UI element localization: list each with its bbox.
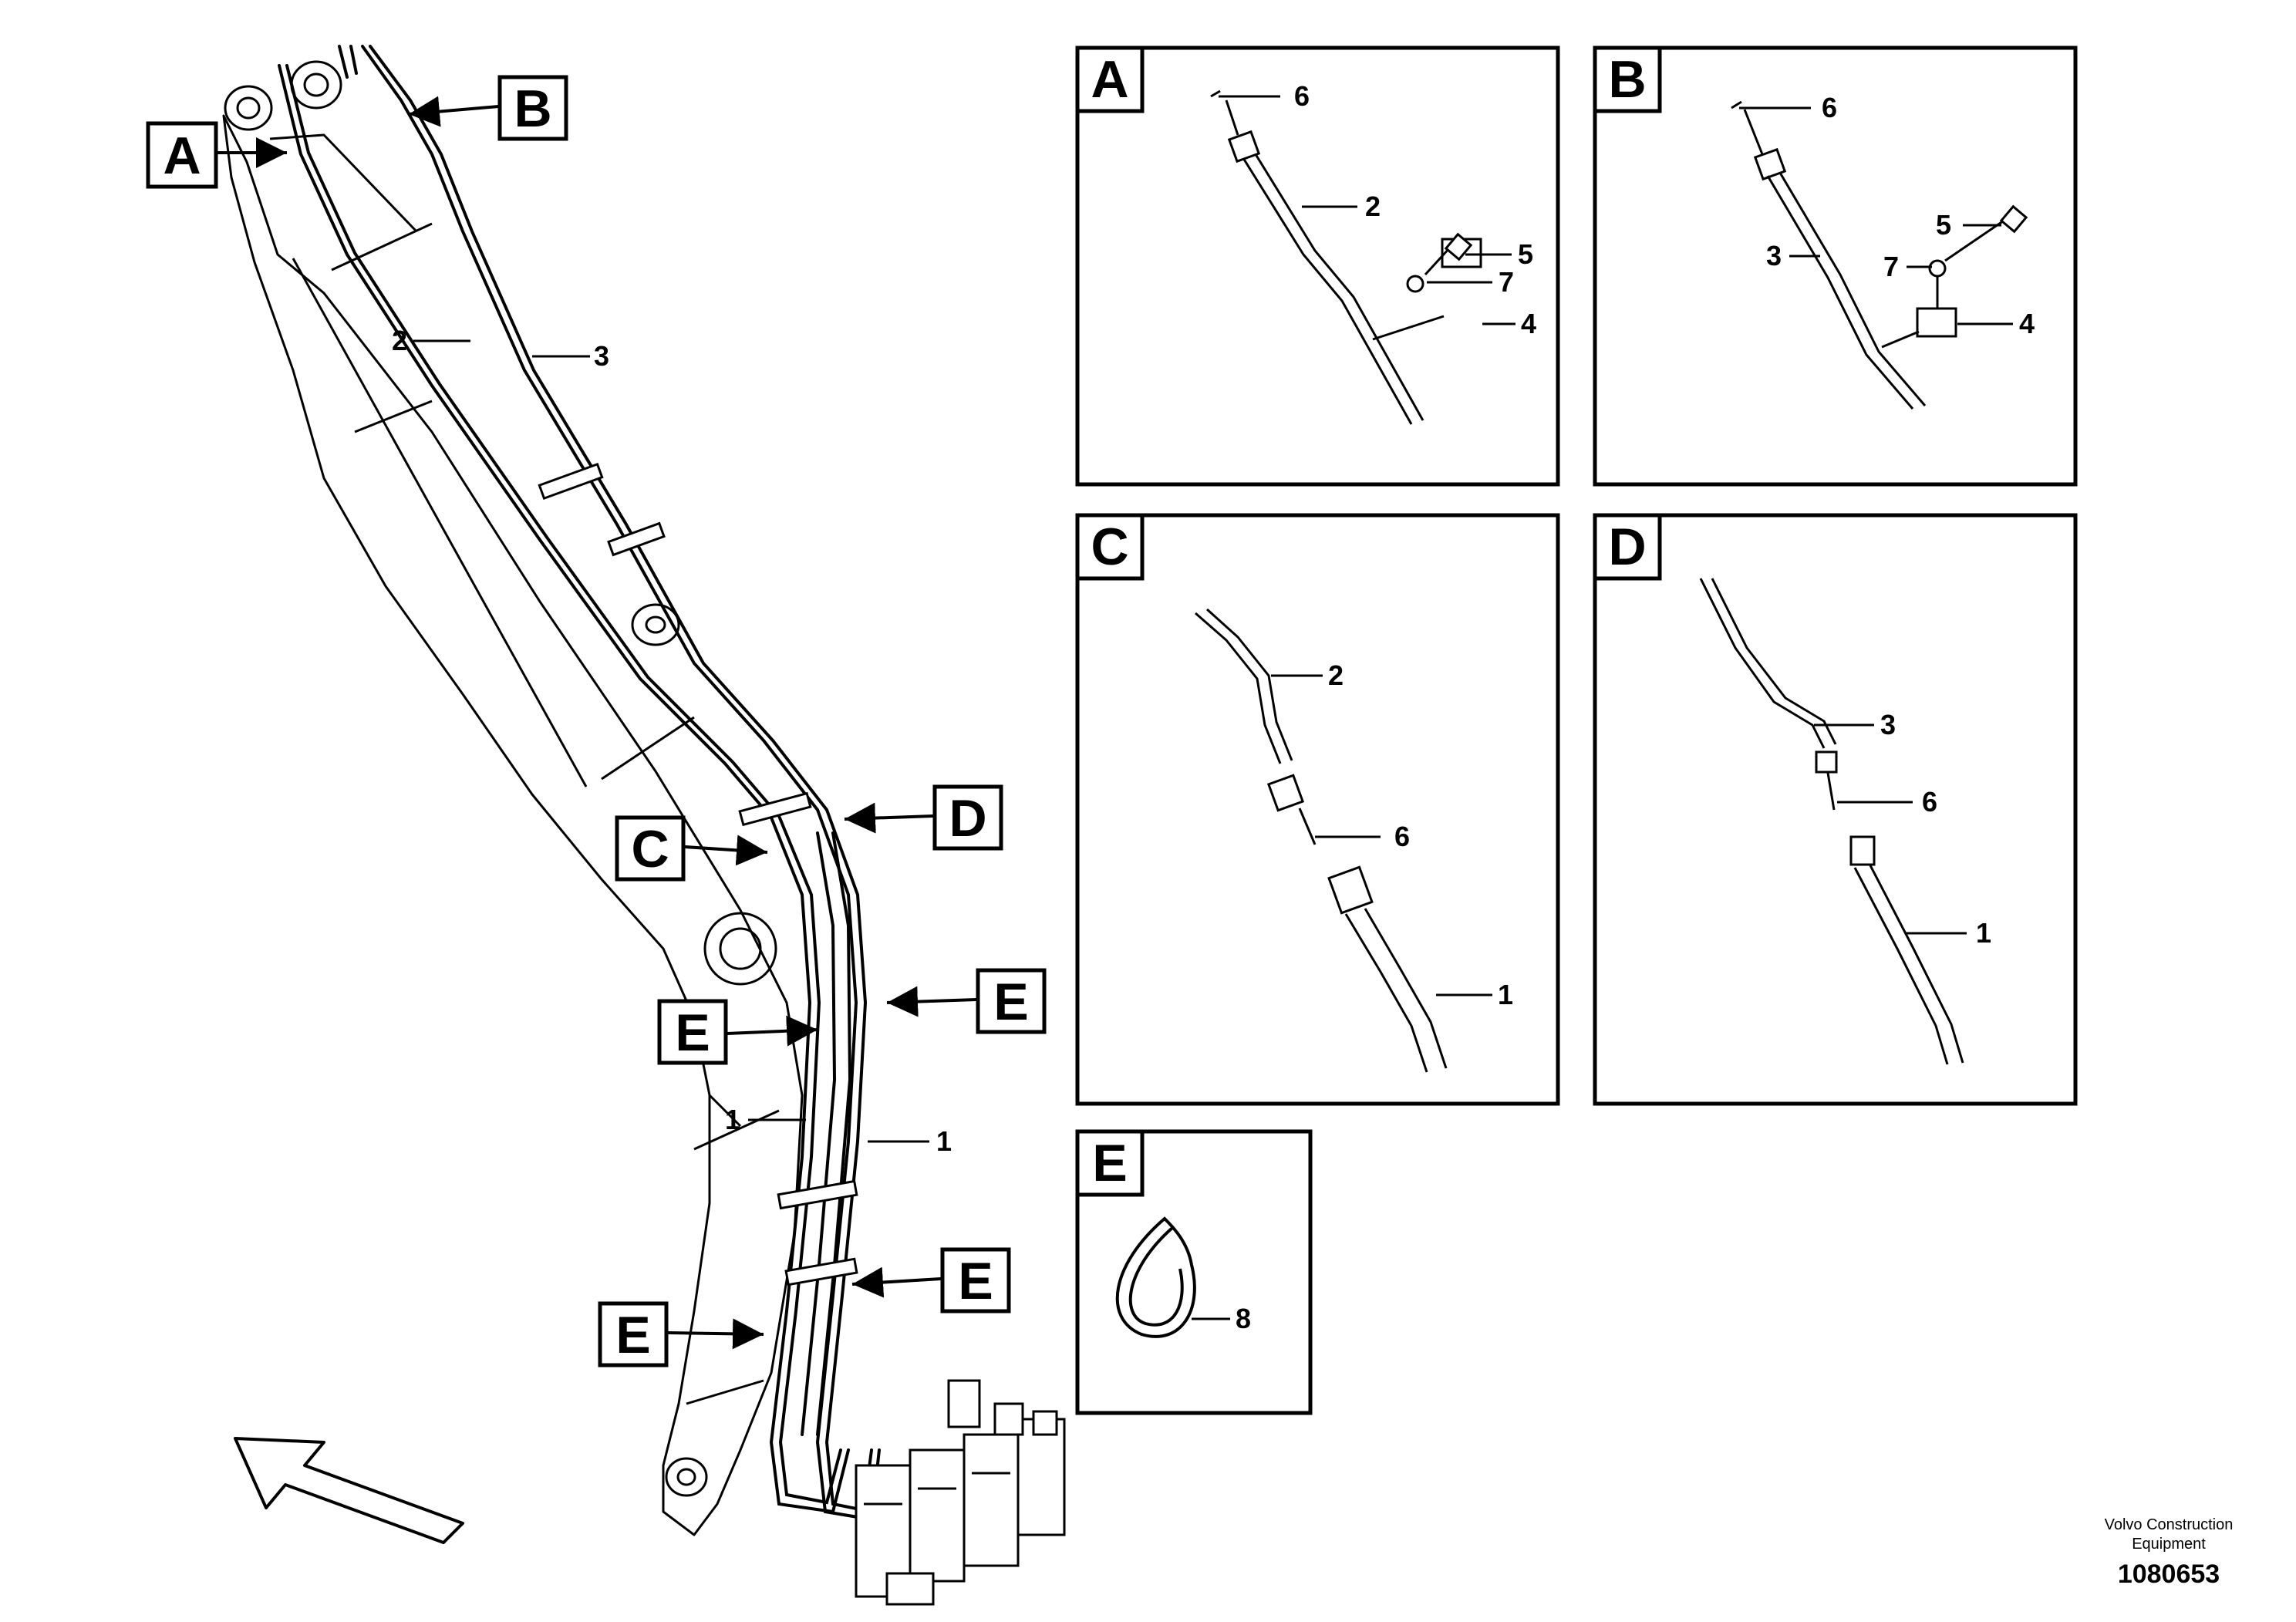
panel-a-title: A xyxy=(1091,50,1128,109)
panel-d-label-3: 3 xyxy=(1880,709,1896,740)
callout-tag-d: D xyxy=(844,784,1003,851)
panel-e-title: E xyxy=(1092,1134,1127,1192)
direction-arrow-icon xyxy=(234,1437,464,1544)
panel-a-label-4: 4 xyxy=(1521,308,1536,339)
company-name-line1: Volvo Construction xyxy=(2105,1516,2234,1533)
panel-d-label-6: 6 xyxy=(1922,786,1937,818)
callout-tag-e-1: E xyxy=(886,968,1047,1034)
callout-tag-c-text: C xyxy=(631,820,669,878)
callout-tag-e-4: E xyxy=(598,1301,764,1367)
hose-clamps xyxy=(538,462,858,1286)
panel-b-label-6: 6 xyxy=(1822,92,1837,123)
cable-tie-icon xyxy=(1115,1216,1230,1338)
detail-panel-c: C 2 6 1 xyxy=(1075,513,1560,1106)
panel-e-label-8: 8 xyxy=(1236,1303,1251,1334)
detail-panel-b: B 6 3 5 7 4 xyxy=(1593,46,2078,487)
callout-tag-a-text: A xyxy=(163,126,201,185)
panel-a-label-5: 5 xyxy=(1518,238,1533,270)
callout-tag-e-3: E xyxy=(851,1247,1011,1313)
panel-a-label-6: 6 xyxy=(1294,80,1310,112)
detail-panel-d: D 3 6 1 xyxy=(1593,513,2078,1106)
control-valve-block xyxy=(855,1379,1066,1606)
panel-c-label-2: 2 xyxy=(1328,659,1344,691)
callout-tag-b-text: B xyxy=(514,79,551,138)
main-label-1a: 1 xyxy=(725,1104,740,1135)
main-label-1b: 1 xyxy=(936,1125,952,1157)
callout-tag-a: A xyxy=(146,121,287,189)
callout-tag-e-2-text: E xyxy=(675,1003,710,1062)
hose-runs xyxy=(278,45,881,1522)
callout-tag-c: C xyxy=(615,815,768,882)
excavator-arm xyxy=(222,60,804,1536)
callout-tag-e-2: E xyxy=(657,999,818,1065)
panel-b-label-7: 7 xyxy=(1883,251,1899,282)
panel-c-label-6: 6 xyxy=(1394,821,1410,852)
main-label-3: 3 xyxy=(594,340,609,372)
panel-d-title: D xyxy=(1608,518,1646,576)
callout-tag-e-4-text: E xyxy=(615,1306,650,1364)
panel-b-label-3: 3 xyxy=(1766,240,1782,271)
main-part-labels: 2 3 1 1 xyxy=(392,325,952,1157)
panel-a-label-7: 7 xyxy=(1499,266,1514,298)
panel-a-label-2: 2 xyxy=(1365,191,1381,222)
callout-tag-b: B xyxy=(408,75,568,141)
callout-tag-d-text: D xyxy=(949,789,986,848)
panel-d-label-1: 1 xyxy=(1976,917,1991,949)
main-label-2: 2 xyxy=(392,325,407,356)
callout-tag-e-1-text: E xyxy=(993,973,1028,1031)
drawing-number: 1080653 xyxy=(2118,1560,2220,1589)
callout-tag-e-3-text: E xyxy=(958,1252,993,1310)
panel-b-label-4: 4 xyxy=(2019,308,2035,339)
detail-panel-a: A 6 2 5 7 4 xyxy=(1075,46,1560,487)
panel-b-title: B xyxy=(1608,50,1646,109)
company-name-line2: Equipment xyxy=(2132,1536,2206,1553)
panel-c-title: C xyxy=(1091,518,1128,576)
footer: Volvo Construction Equipment 1080653 xyxy=(2105,1516,2234,1589)
detail-panel-e: E 8 xyxy=(1075,1129,1313,1415)
panel-c-label-1: 1 xyxy=(1498,979,1513,1010)
panel-b-label-5: 5 xyxy=(1936,209,1951,241)
